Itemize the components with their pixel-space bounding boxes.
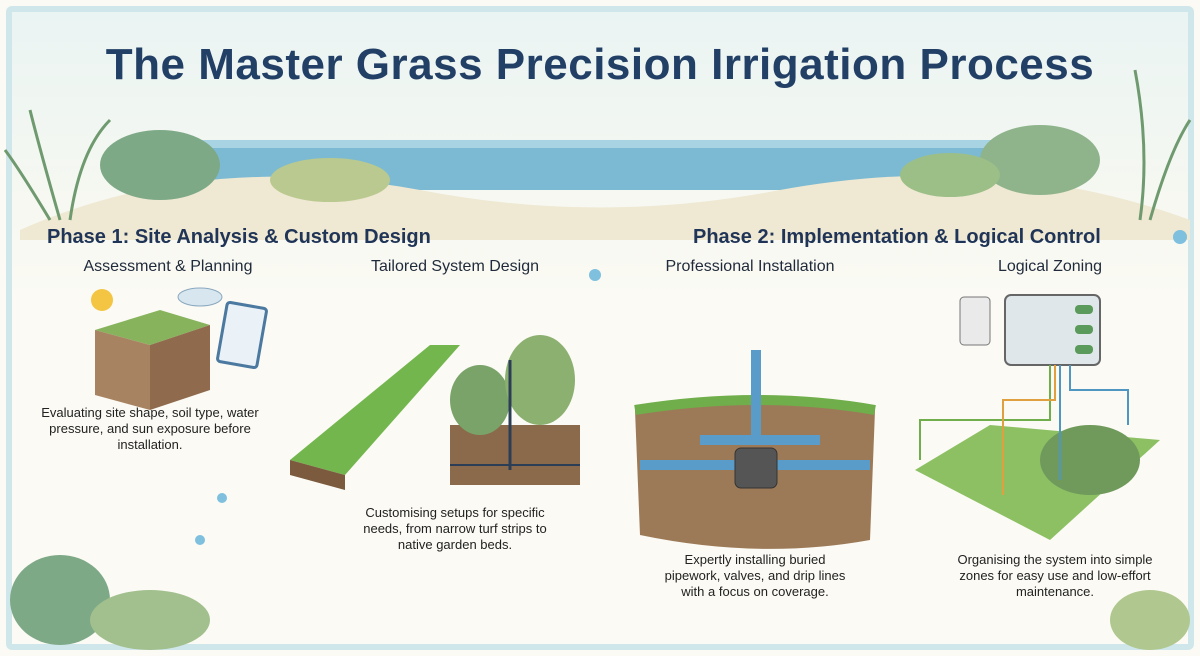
step-title-zoning: Logical Zoning — [997, 258, 1103, 275]
sun-icon — [91, 289, 113, 311]
grass-tuft-icon — [3, 69, 1192, 221]
bush-icon — [100, 130, 220, 200]
step-caption-design: Customising setups for specific needs, f… — [363, 505, 547, 552]
step-caption-assessment: Evaluating site shape, soil type, water … — [41, 405, 259, 452]
page-title: The Master Grass Precision Irrigation Pr… — [105, 40, 1095, 89]
phase-1-heading: Phase 1: Site Analysis & Custom Design — [47, 226, 431, 248]
controller-icon — [959, 294, 1101, 366]
cloud-icon — [177, 287, 223, 307]
turf-strip-icon — [290, 345, 460, 475]
phase-2-heading: Phase 2: Implementation & Logical Contro… — [693, 226, 1101, 248]
zoned-garden-icon — [915, 365, 1160, 540]
step-title-installation: Professional Installation — [665, 258, 835, 275]
pipe-installation-icon — [634, 350, 876, 549]
foliage-icon — [10, 555, 1190, 650]
soil-block-icon — [95, 310, 210, 410]
step-title-assessment: Assessment & Planning — [83, 258, 253, 275]
clipboard-icon — [216, 300, 268, 370]
step-caption-zoning: Organising the system into simple zones … — [957, 552, 1153, 599]
water-drop-icon — [195, 230, 1187, 545]
garden-bed-icon — [450, 335, 580, 485]
step-caption-installation: Expertly installing buried pipework, val… — [664, 552, 846, 599]
step-title-design: Tailored System Design — [370, 258, 540, 275]
bush-icon — [980, 125, 1100, 195]
